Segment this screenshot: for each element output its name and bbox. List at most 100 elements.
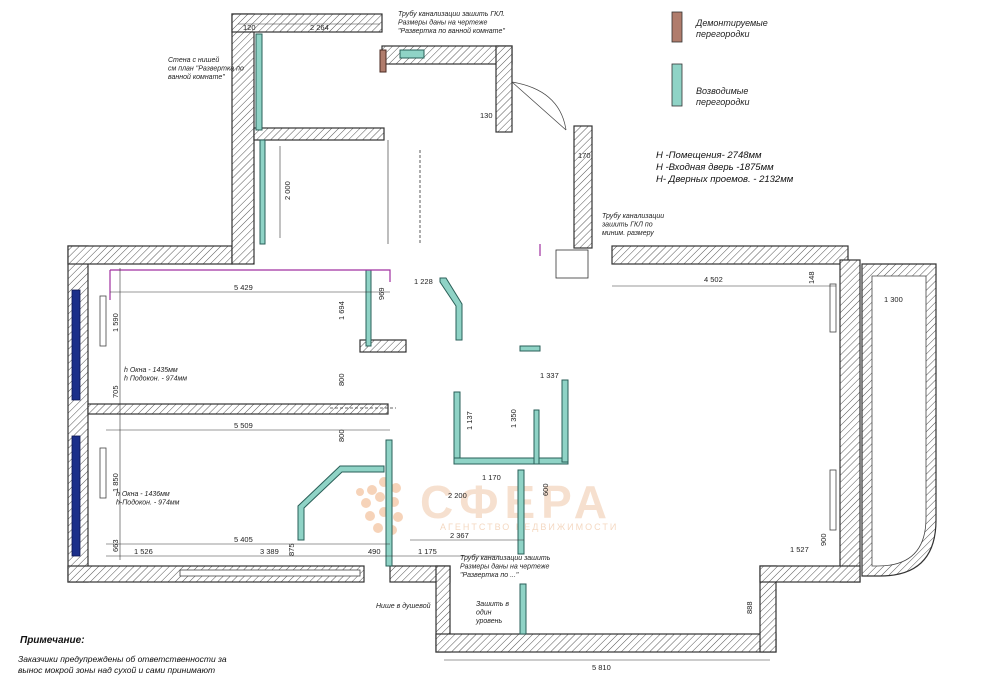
new-wall-angled-a [439, 277, 463, 341]
radiator-right [829, 283, 837, 333]
door-leaf-entry [511, 81, 567, 131]
dim-148: 148 [807, 271, 816, 284]
dim-1175: 1 175 [418, 547, 437, 556]
magenta-lines [109, 244, 541, 300]
dimension-lines [106, 23, 836, 661]
note-window1-line-2: h Подокон. - 974мм [124, 375, 187, 383]
dim-900: 900 [819, 533, 828, 546]
dim-1590: 1 590 [111, 313, 120, 332]
note-shower-niche: Нише в душевой [376, 602, 431, 610]
dim-120: 120 [243, 23, 256, 32]
dimension-labels: 120 2 264 2 000 170 130 1 228 5 429 4 50… [111, 23, 903, 672]
footnote-line2: вынос мокрой зоны над сухой и сами прини… [18, 665, 215, 675]
note-window1-line: h Окна - 1435мм [124, 367, 178, 374]
watermark-subtitle: АГЕНТСТВО НЕДВИЖИМОСТИ [440, 522, 618, 532]
balcony-inner [871, 275, 927, 567]
new-wall-e [533, 409, 540, 465]
footnote-title: Примечание: [20, 635, 85, 646]
new-wall-i [519, 583, 527, 635]
note-wall-niche-line: Стена с нишей [168, 56, 219, 64]
dim-170: 170 [578, 151, 591, 160]
dim-1350: 1 350 [509, 409, 518, 428]
note-wall-niche-line-2: см план "Развертка по [168, 66, 244, 73]
dim-490: 490 [368, 547, 381, 556]
watermark-title: СФЕРА [420, 476, 613, 528]
wall-bath-right [495, 45, 513, 133]
legend-demolished-line-2: перегородки [696, 29, 750, 39]
dim-1337: 1 337 [540, 371, 559, 380]
dim-600: 600 [541, 483, 550, 496]
window-upper [71, 289, 81, 401]
new-wall-angled-f [297, 465, 385, 541]
new-wall-closet [365, 269, 372, 347]
wall-top-right [611, 245, 849, 265]
note-pipe-top-line-3: "Развертка по ванной комнате" [398, 27, 505, 35]
dim-5509: 5 509 [234, 421, 253, 430]
dim-1527: 1 527 [790, 545, 809, 554]
dim-888: 888 [745, 601, 754, 614]
wall-right [839, 259, 861, 583]
dim-5429: 5 429 [234, 283, 253, 292]
wall-bedroom-divider [87, 403, 389, 415]
watermark: СФЕРА АГЕНТСТВО НЕДВИЖИМОСТИ [356, 476, 618, 535]
new-partitions [255, 33, 569, 635]
dim-969: 969 [377, 287, 386, 300]
dim-5405: 5 405 [234, 535, 253, 544]
dim-3389: 3 389 [260, 547, 279, 556]
note-pipe-mid-line-3: миним. размеру [602, 230, 654, 237]
dim-800a: 800 [337, 373, 346, 386]
balcony [861, 263, 937, 577]
windows [71, 283, 837, 577]
radiator-lower [99, 447, 107, 499]
notes: Трубу канализации зашить ГКЛ.Размеры дан… [116, 10, 664, 625]
note-sew-up-line-2: один [476, 609, 492, 617]
dim-2200: 2 200 [448, 491, 467, 500]
dim-4502: 4 502 [704, 275, 723, 284]
new-wall-bath [255, 33, 263, 131]
height-doorways: Н- Дверных проемов. - 2132мм [656, 174, 794, 185]
new-wall-bath-pipe [399, 49, 425, 59]
note-sew-up-line-3: уровень [475, 618, 503, 625]
outer-walls [67, 13, 861, 653]
note-pipe-top: Трубу канализации зашить ГКЛ.Размеры дан… [398, 10, 505, 35]
thin-lines [330, 81, 589, 409]
dim-1694: 1 694 [337, 301, 346, 320]
legend-new-line: Возводимые [696, 86, 748, 96]
watermark-logo-icon [356, 477, 403, 535]
wall-bath-inner [253, 127, 385, 141]
legend-swatch-demolished [671, 11, 683, 43]
new-wall-c [453, 457, 569, 465]
note-pipe-top-line-2: Размеры даны на чертеже [398, 19, 488, 27]
dim-1170: 1 170 [482, 473, 501, 482]
wall-bottom-step [759, 565, 861, 583]
note-pipe-bottom-line: Трубу канализации зашить [460, 554, 551, 562]
window-lower [71, 435, 81, 557]
wall-top-left [67, 245, 233, 265]
heights-block: Н -Помещения- 2748мм Н -Входная дверь -1… [656, 150, 794, 185]
new-wall-b [453, 391, 461, 465]
dim-800b: 800 [337, 429, 346, 442]
new-wall-d [561, 379, 569, 463]
dim-1300: 1 300 [884, 295, 903, 304]
dim-875: 875 [287, 543, 296, 556]
legend-new-line-2: перегородки [696, 97, 750, 107]
dim-1228: 1 228 [414, 277, 433, 286]
legend-demolished-line: Демонтируемые [695, 18, 768, 28]
dim-130: 130 [480, 111, 493, 120]
note-pipe-bottom-line-3: "Развертка по ..." [460, 572, 519, 579]
note-pipe-mid-line: Трубу канализации [602, 212, 664, 220]
dim-1850: 1 850 [111, 473, 120, 492]
door-swing-entry [511, 81, 567, 131]
height-entry-door: Н -Входная дверь -1875мм [656, 162, 774, 173]
note-window2-line: h Окна - 1436мм [116, 491, 170, 498]
window-bottom [179, 569, 361, 577]
dim-5810: 5 810 [592, 663, 611, 672]
